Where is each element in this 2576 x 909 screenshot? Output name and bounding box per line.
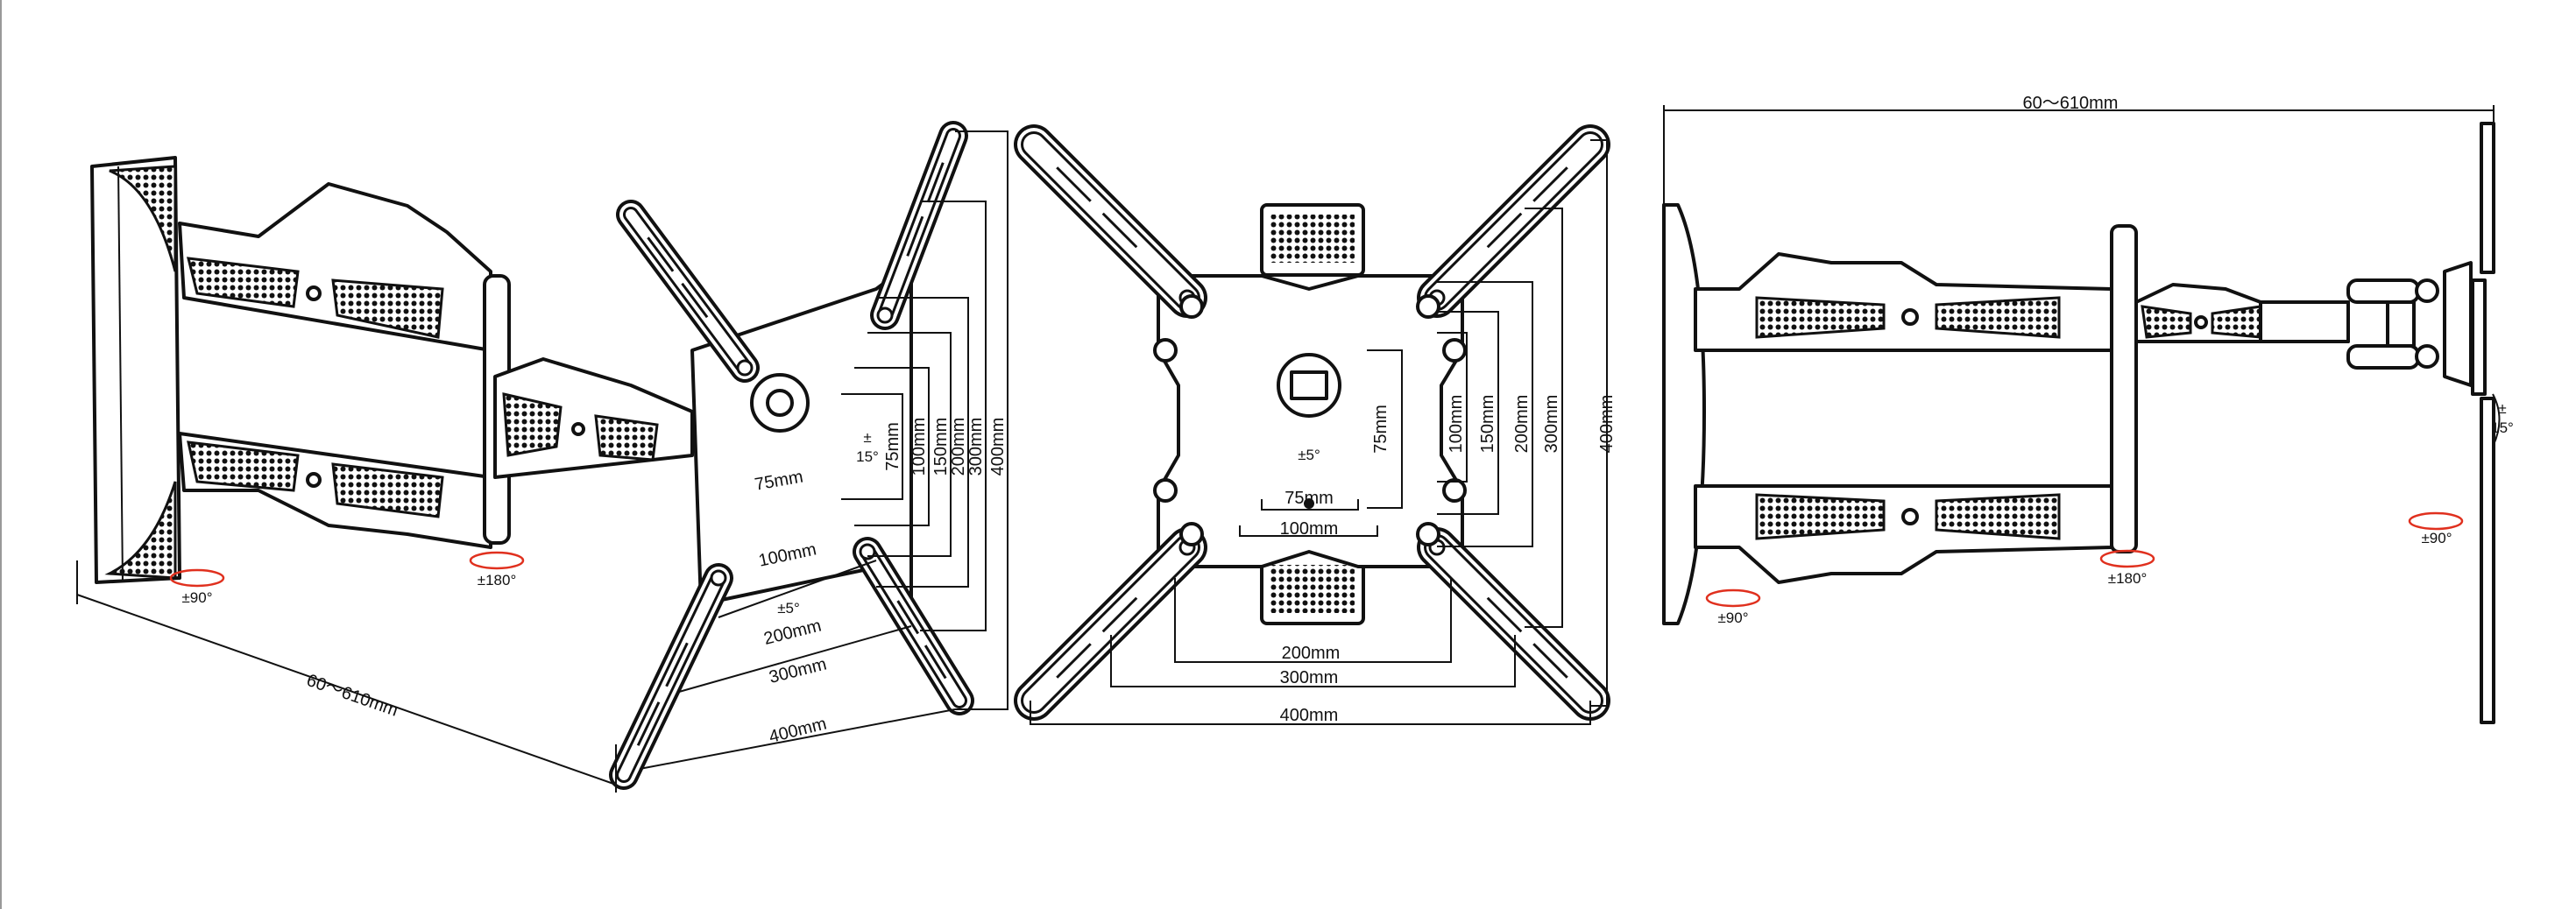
- bolt-hole: [1416, 522, 1440, 546]
- front-vesa-h-75: 75mm: [1284, 489, 1334, 508]
- vesa-v-300: 300mm: [966, 418, 986, 476]
- rotation-marker: [2099, 549, 2155, 568]
- bolt-hole: [1179, 522, 1204, 546]
- bolt-hole: [1153, 478, 1178, 503]
- front-rotation-label: ±5°: [1298, 447, 1320, 463]
- perspective-dimensions: [76, 130, 1008, 793]
- side-wall-plate: [1662, 203, 1706, 625]
- side-dimensions: [1663, 105, 2501, 447]
- front-vesa-v-200: 200mm: [1512, 395, 1532, 454]
- rotation-marker: [1705, 588, 1761, 608]
- side-pivot-hinge: [2110, 224, 2138, 553]
- side-extension-label: 60～610mm: [2023, 94, 2119, 113]
- vesa-h-400: 400mm: [768, 714, 829, 746]
- wall-plate: [90, 156, 181, 584]
- front-vesa-h-100: 100mm: [1280, 519, 1339, 539]
- rotation-marker: [469, 551, 525, 570]
- vesa-arm: [1417, 527, 1610, 721]
- front-vesa-v-75: 75mm: [1371, 405, 1391, 454]
- vesa-plate-front: [1014, 124, 1610, 721]
- vesa-v-200: 200mm: [949, 418, 968, 476]
- vesa-arm: [1417, 124, 1610, 318]
- wall-bracket-top: [1260, 203, 1365, 277]
- side-arm-swivel-label: ±180°: [2108, 570, 2148, 587]
- front-vesa-h-300: 300mm: [1280, 668, 1339, 687]
- front-vesa-h-400: 400mm: [1280, 706, 1339, 725]
- bolt-hole: [1442, 338, 1467, 363]
- vesa-arm: [853, 537, 974, 715]
- side-head-swivel-label: ±90°: [2421, 530, 2452, 546]
- arm-swivel-label: ±180°: [478, 572, 517, 588]
- front-vesa-v-100: 100mm: [1447, 395, 1466, 454]
- bolt-hole: [1179, 294, 1204, 319]
- front-view: ±5° 75mm 100mm 200mm 300mm 400mm 75mm 10…: [1014, 124, 1617, 725]
- wall-swivel-label: ±90°: [181, 589, 212, 606]
- vesa-h-200: 200mm: [762, 616, 824, 648]
- vesa-plate: [609, 121, 974, 790]
- perspective-view: ±90° ±180° 60～610mm ± 15° 75mm 100mm 150…: [76, 121, 1008, 793]
- tilt-sign: ±: [863, 429, 871, 446]
- side-lower-arm: [1694, 484, 2113, 584]
- front-vesa-v-150: 150mm: [1478, 395, 1497, 454]
- front-vesa-h-200: 200mm: [1282, 644, 1341, 663]
- side-tilt-sign: ±: [2498, 400, 2506, 417]
- tv-plate: [2471, 122, 2495, 724]
- vesa-arm: [1014, 124, 1207, 318]
- vesa-v-100: 100mm: [909, 418, 929, 476]
- vesa-arm: [609, 563, 733, 790]
- side-tilt-label: 15°: [2491, 419, 2514, 436]
- vesa-v-150: 150mm: [931, 418, 951, 476]
- tilt-head: [2346, 261, 2473, 387]
- tilt-label: 15°: [856, 448, 879, 465]
- rotation-marker: [2408, 511, 2464, 531]
- vesa-h-300: 300mm: [768, 654, 829, 687]
- upper-arm: [178, 182, 492, 352]
- side-upper-arm: [1694, 252, 2113, 352]
- side-view: 60～610mm ±90° ±180° ±90° ± 15°: [1662, 94, 2514, 724]
- vesa-arm: [870, 121, 968, 330]
- front-dimensions: [1030, 139, 1608, 725]
- vesa-arm: [616, 200, 760, 383]
- side-wall-swivel-label: ±90°: [1717, 610, 1748, 626]
- rotation-label: ±5°: [777, 600, 800, 617]
- front-vesa-v-300: 300mm: [1542, 395, 1561, 454]
- front-vesa-v-400: 400mm: [1597, 395, 1617, 454]
- rotation-marker: [169, 568, 225, 588]
- vesa-v-75: 75mm: [883, 422, 902, 471]
- lower-arm: [178, 432, 492, 549]
- second-arm: [493, 357, 694, 479]
- vesa-v-400: 400mm: [988, 418, 1008, 476]
- extension-label: 60～610mm: [304, 671, 400, 721]
- vesa-arm: [1014, 527, 1207, 721]
- side-second-arm: [2134, 283, 2350, 343]
- bolt-hole: [1153, 338, 1178, 363]
- bolt-hole: [1442, 478, 1467, 503]
- bolt-hole: [1416, 294, 1440, 319]
